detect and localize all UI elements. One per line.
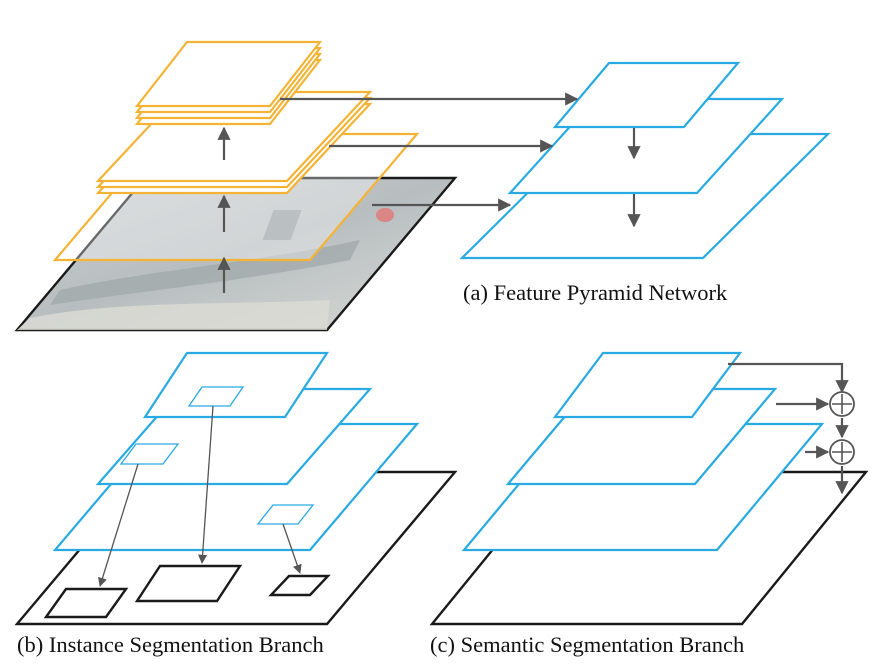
caption-b: (b) Instance Segmentation Branch xyxy=(17,632,324,657)
panel-c-semantic-segmentation-branch: (c) Semantic Segmentation Branch xyxy=(429,351,869,657)
mask-box[interactable] xyxy=(134,564,243,603)
roi-box xyxy=(119,443,180,465)
fpn-level-p4 xyxy=(142,351,330,419)
mask-box[interactable] xyxy=(268,574,331,597)
fpn-level-p4 xyxy=(552,351,743,419)
input-image xyxy=(14,176,458,332)
arrow-icon xyxy=(728,362,849,394)
arrow-icon xyxy=(282,523,302,574)
arrow-icon xyxy=(98,463,139,587)
backbone-level-3 xyxy=(95,90,373,195)
backbone-level-4 xyxy=(134,40,323,126)
roi-box xyxy=(187,386,245,407)
mask-box[interactable] xyxy=(43,587,129,619)
panel-a-feature-pyramid-network: (a) Feature Pyramid Network xyxy=(14,40,831,332)
caption-a: (a) Feature Pyramid Network xyxy=(463,280,728,305)
plus-circle-icon xyxy=(829,391,855,417)
caption-c: (c) Semantic Segmentation Branch xyxy=(430,632,744,657)
fpn-level-p4 xyxy=(552,61,741,129)
panel-b-instance-segmentation-branch: (b) Instance Segmentation Branch xyxy=(14,351,458,657)
plus-circle-icon xyxy=(829,439,855,465)
roi-box xyxy=(256,504,315,525)
arrow-icon xyxy=(198,405,214,564)
